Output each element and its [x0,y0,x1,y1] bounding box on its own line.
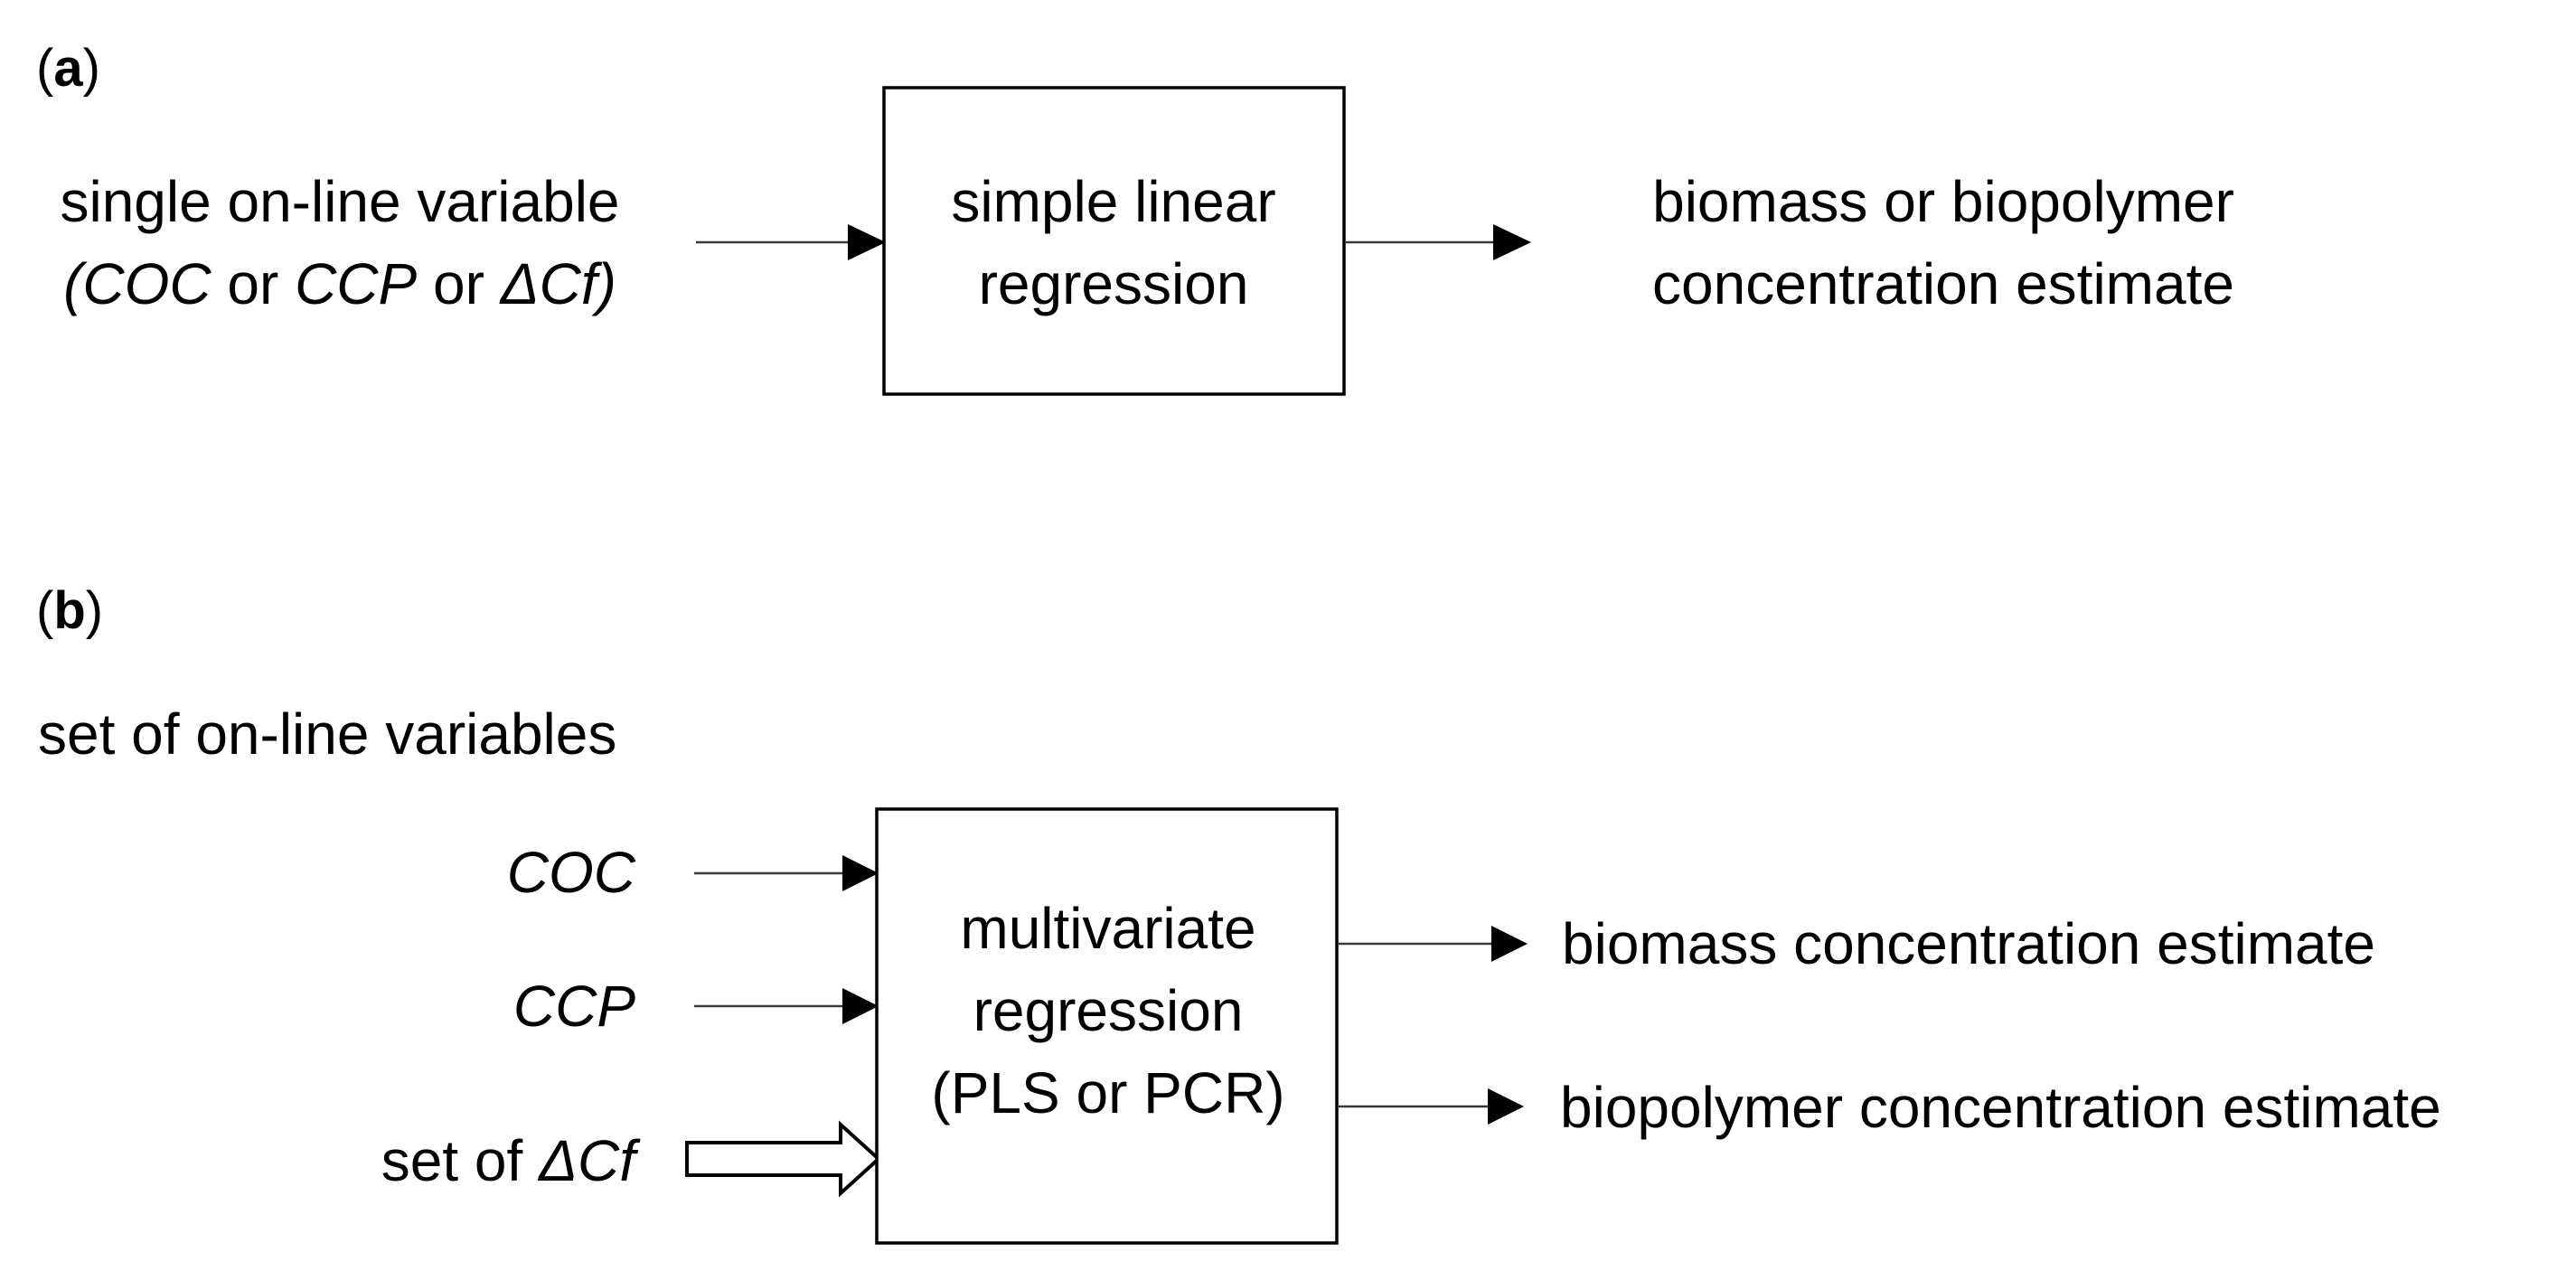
panel-b-input-coc: COC [507,840,636,905]
panel-b-box-line2: regression [973,978,1244,1043]
panel-a-output-arrow [1345,224,1531,260]
simple-linear-regression-box [882,86,1346,396]
set-input-hollow-arrow [685,1120,881,1198]
panel-a-box-line1: simple linear [951,169,1275,234]
panel-a-output-line1: biomass or biopolymer [1652,169,2234,234]
multivariate-regression-box [875,807,1339,1245]
panel-b-input-ccp: CCP [513,974,635,1039]
panel-b-input-set: set of ΔCf [381,1128,641,1193]
panel-b-box-line3: (PLS or PCR) [931,1060,1284,1125]
panel-a-input-line1: single on-line variable [60,169,619,234]
panel-a: (a) single on-line variable (COC or CCP … [36,39,2234,396]
panel-b: (b) set of on-line variables COC CCP set… [36,581,2441,1245]
coc-input-arrow [694,855,879,891]
panel-a-box-line2: regression [979,251,1249,316]
panel-b-output-biomass: biomass concentration estimate [1562,911,2375,976]
panel-a-output-line2: concentration estimate [1652,251,2234,316]
ccp-input-arrow [694,988,879,1024]
panel-a-label: (a) [36,39,100,98]
panel-b-label: (b) [36,581,103,640]
panel-b-box-line1: multivariate [960,896,1255,961]
panel-b-heading: set of on-line variables [38,701,616,767]
biomass-output-arrow [1338,926,1528,962]
panel-a-input-arrow [696,224,886,260]
panel-a-input-line2: (COC or CCP or ΔCf) [63,251,616,316]
biopolymer-output-arrow [1338,1088,1524,1125]
panel-b-output-biopolymer: biopolymer concentration estimate [1560,1075,2441,1140]
